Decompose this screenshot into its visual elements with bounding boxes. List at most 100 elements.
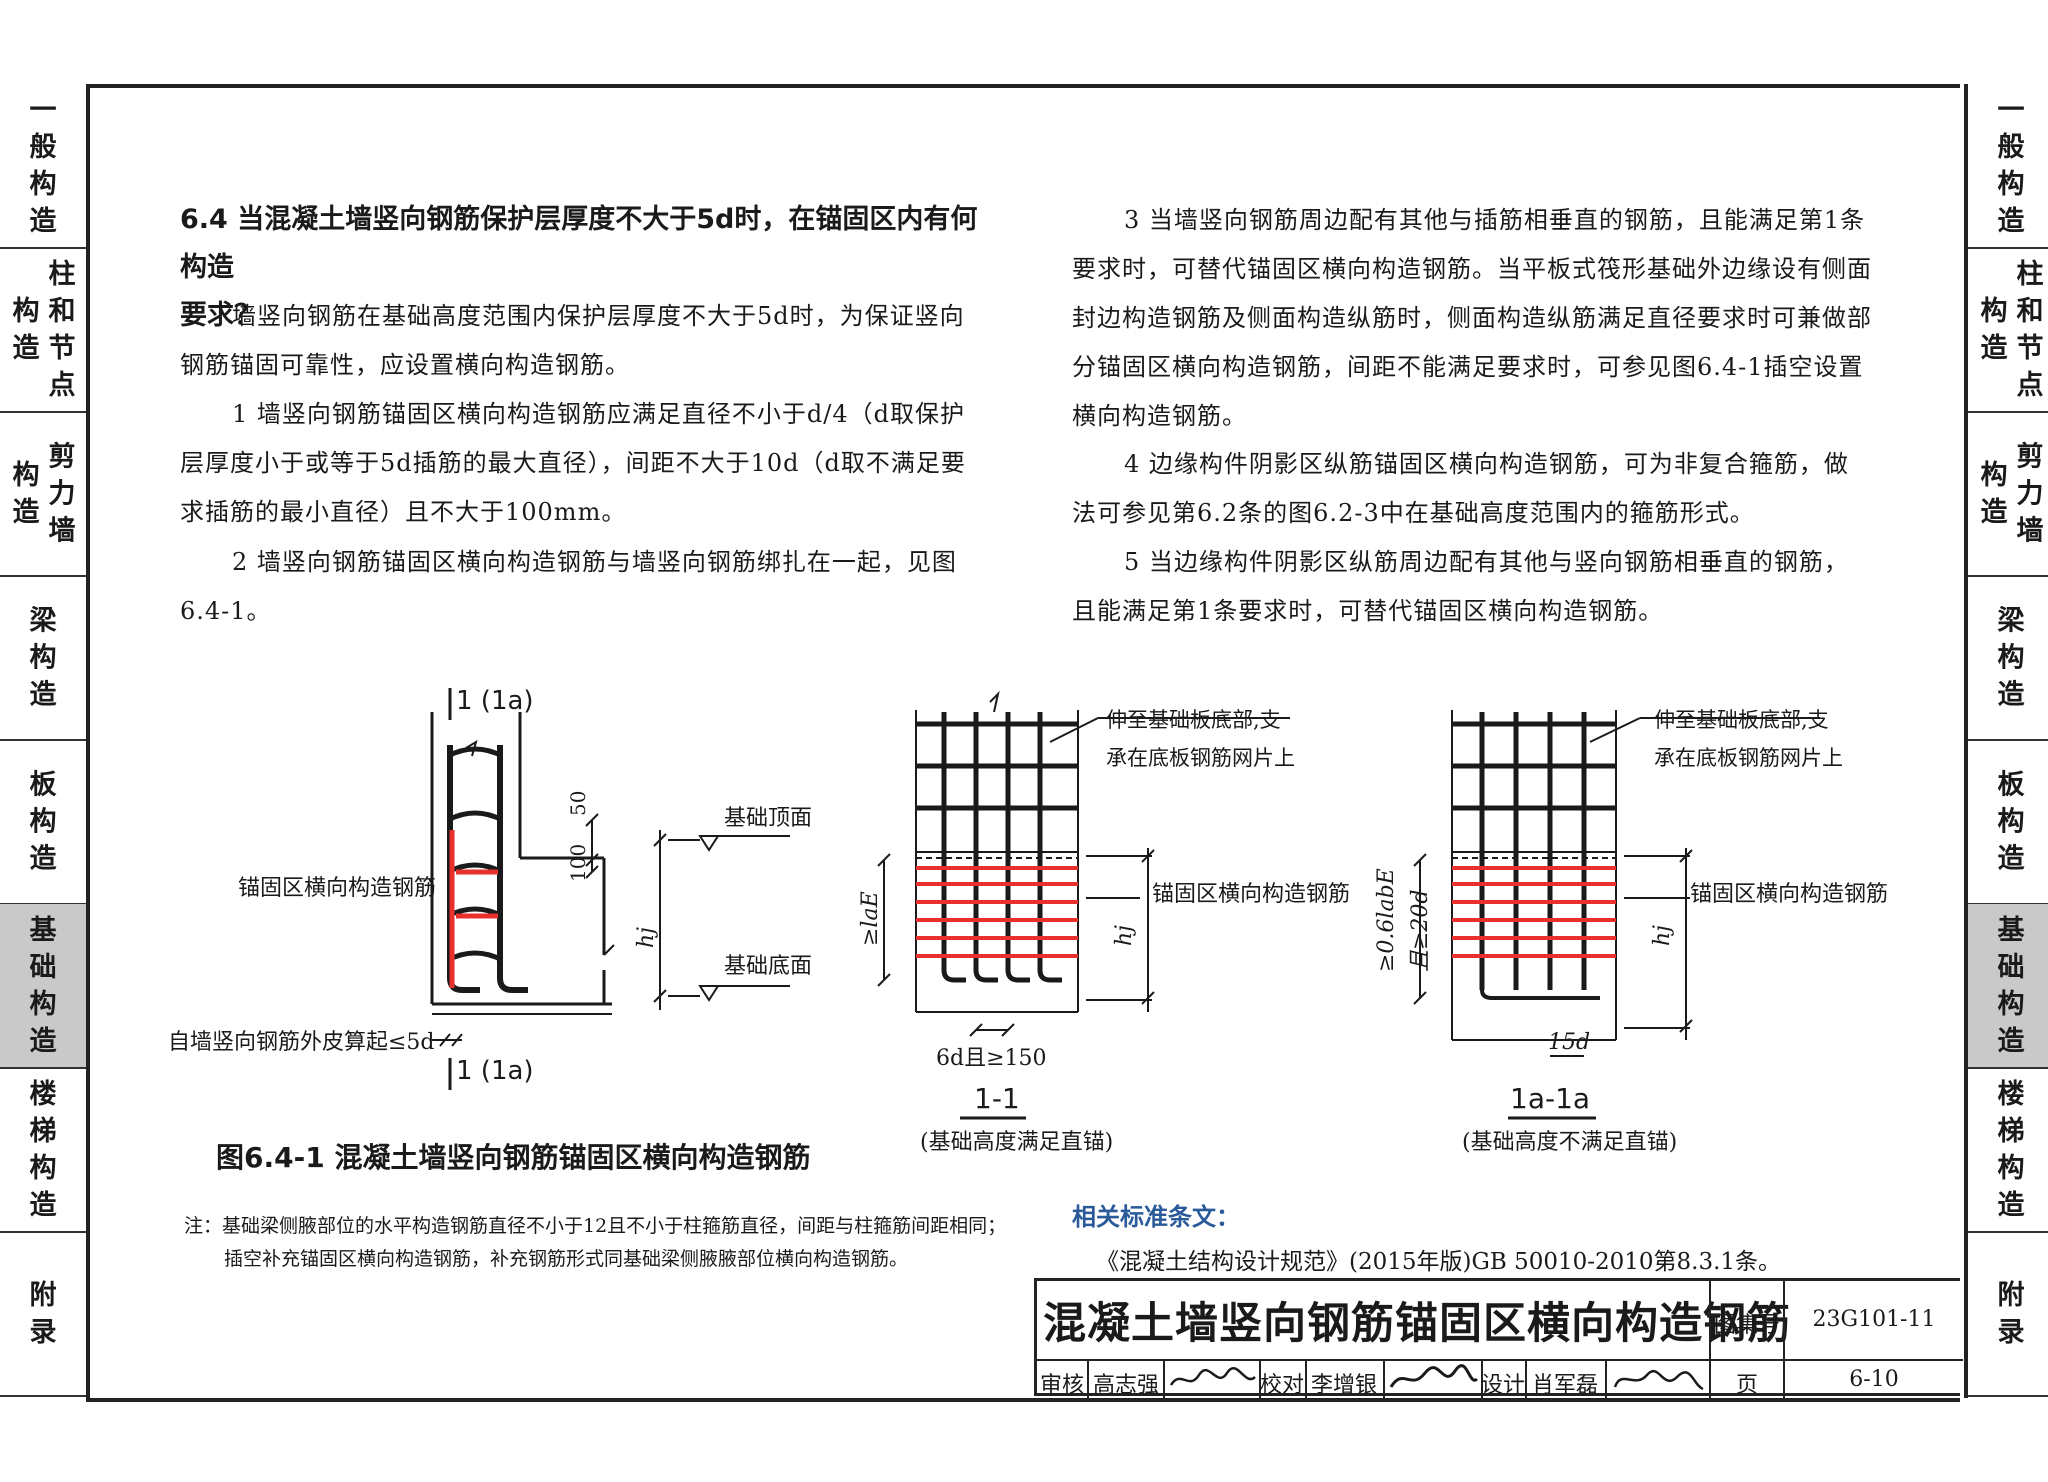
- right-tab-2[interactable]: 构造剪力墙: [1968, 412, 2048, 577]
- related-standard-title: 相关标准条文：: [1072, 1203, 1240, 1231]
- left-tab-3[interactable]: 梁构造: [0, 576, 86, 741]
- right-tab-3[interactable]: 梁构造: [1968, 576, 2048, 741]
- stirrup-loops: [446, 746, 504, 963]
- 15d-label: 15d: [1548, 1030, 1591, 1055]
- anchor-rebar-label-right: 锚固区横向构造钢筋: [1690, 882, 1889, 907]
- 20d-label: 且≥20d: [1408, 889, 1433, 972]
- anchor-rebar-label-mid: 锚固区横向构造钢筋: [1152, 882, 1351, 907]
- hj-label-left: hj: [634, 927, 659, 948]
- right-tab-1-text-1: 柱和节点: [2016, 258, 2044, 401]
- hj-label-mid: hj: [1112, 925, 1137, 946]
- labe-label: ≥0.6labE: [1374, 868, 1399, 972]
- left-para-1: 墙竖向钢筋在基础高度范围内保护层厚度不大于5d时，为保证竖向钢筋锚固可靠性，应设…: [180, 302, 965, 379]
- right-tab-5-text-0: 基础构造: [1997, 914, 2025, 1057]
- left-tab-2[interactable]: 构造剪力墙: [0, 412, 86, 577]
- right-tab-7[interactable]: 附录: [1968, 1232, 2048, 1397]
- atlas-number: 23G101-11: [1812, 1307, 1936, 1332]
- section-1a-1a-title: 1a-1a: [1510, 1082, 1591, 1115]
- related-standard-text: 《混凝土结构设计规范》(2015年版)GB 50010-2010第8.3.1条。: [1096, 1249, 1782, 1275]
- atlas-label: 图集号: [1713, 1313, 1780, 1338]
- left-tab-4-text-0: 板构造: [29, 769, 57, 874]
- cover-label: 自墙竖向钢筋外皮算起≤5d: [168, 1030, 435, 1055]
- section-1a-1a-dims: [1413, 717, 1820, 1057]
- section-mark-top-label: 1 (1a): [456, 686, 534, 716]
- title-block-title: 混凝土墙竖向钢筋锚固区横向构造钢筋: [1043, 1299, 1791, 1349]
- section-mark-bottom-label: 1 (1a): [456, 1056, 534, 1086]
- checker-name: 李增银: [1310, 1373, 1377, 1398]
- spacing-label: 6d且≥150: [936, 1046, 1047, 1071]
- right-tab-3-text-0: 梁构造: [1997, 605, 2025, 710]
- left-tab-7[interactable]: 附录: [0, 1232, 86, 1397]
- left-para-2: 1 墙竖向钢筋锚固区横向构造钢筋应满足直径不小于d/4（d取保护层厚度小于或等于…: [180, 400, 966, 526]
- title-block: 混凝土墙竖向钢筋锚固区横向构造钢筋 图集号 23G101-11 审核 高志强 校…: [1034, 1278, 1963, 1399]
- drawing-frame: [86, 84, 1960, 1402]
- note: 注：基础梁侧腋部位的水平构造钢筋直径不小于12且不小于柱箍筋直径，间距与柱箍筋间…: [184, 1210, 1006, 1276]
- left-tab-1-text-1: 柱和节点: [48, 258, 76, 401]
- right-tab-strip: 一般构造构造柱和节点构造剪力墙梁构造板构造基础构造楼梯构造附录: [1964, 84, 2048, 1398]
- left-tab-strip: 一般构造构造柱和节点构造剪力墙梁构造板构造基础构造楼梯构造附录: [0, 84, 90, 1398]
- left-tab-5[interactable]: 基础构造: [0, 904, 86, 1069]
- section-1-1-title: 1-1: [974, 1082, 1020, 1115]
- left-tab-5-text-0: 基础构造: [29, 914, 57, 1057]
- heading-line-1: 6.4 当混凝土墙竖向钢筋保护层厚度不大于5d时，在锚固区内有何构造: [180, 204, 978, 283]
- design-label: 设计: [1481, 1373, 1526, 1398]
- anchor-rebar-label-left: 锚固区横向构造钢筋: [238, 876, 437, 901]
- extend-label-2-line1: 伸至基础板底部,支: [1654, 708, 1829, 732]
- left-tab-6-text-0: 楼梯构造: [29, 1078, 57, 1221]
- page-number: 6-10: [1849, 1367, 1899, 1392]
- left-tab-0[interactable]: 一般构造: [0, 84, 86, 249]
- right-para-4: 4 边缘构件阴影区纵筋锚固区横向构造钢筋，可为非复合箍筋，做法可参见第6.2条的…: [1072, 450, 1849, 527]
- right-tab-2-text-0: 构造: [1980, 459, 2008, 528]
- checker-signature: [1389, 1364, 1479, 1388]
- left-tab-0-text-0: 一般构造: [29, 94, 57, 237]
- extend-label-1-line2: 承在底板钢筋网片上: [1106, 746, 1295, 770]
- left-tab-2-text-1: 剪力墙: [48, 441, 76, 546]
- note-line-1: 注：基础梁侧腋部位的水平构造钢筋直径不小于12且不小于柱箍筋直径，间距与柱箍筋间…: [184, 1215, 1007, 1237]
- left-tab-7-text-0: 附录: [29, 1279, 57, 1348]
- section-1a-1a-red: [1452, 866, 1616, 958]
- reviewer-name: 高志强: [1092, 1373, 1159, 1398]
- left-para-3: 2 墙竖向钢筋锚固区横向构造钢筋与墙竖向钢筋绑扎在一起，见图6.4-1。: [180, 548, 957, 625]
- foundation-top-label: 基础顶面: [724, 806, 813, 831]
- figure-title: 图6.4-1 混凝土墙竖向钢筋锚固区横向构造钢筋: [216, 1141, 811, 1174]
- right-tab-6[interactable]: 楼梯构造: [1968, 1068, 2048, 1233]
- reviewer-signature: [1169, 1367, 1256, 1386]
- right-tab-5[interactable]: 基础构造: [1968, 904, 2048, 1069]
- page-label: 页: [1735, 1373, 1758, 1398]
- extend-label-1-line1: 伸至基础板底部,支: [1106, 708, 1281, 732]
- left-tab-1[interactable]: 构造柱和节点: [0, 248, 86, 413]
- anchor-red-bars: [449, 830, 498, 988]
- right-tab-1-text-0: 构造: [1980, 295, 2008, 364]
- right-tab-4[interactable]: 板构造: [1968, 740, 2048, 905]
- right-tab-0[interactable]: 一般构造: [1968, 84, 2048, 249]
- left-tab-3-text-0: 梁构造: [29, 605, 57, 710]
- extend-label-2-line2: 承在底板钢筋网片上: [1654, 746, 1843, 770]
- check-label: 校对: [1259, 1373, 1304, 1398]
- section-heading: 6.4 当混凝土墙竖向钢筋保护层厚度不大于5d时，在锚固区内有何构造 要求？: [180, 196, 980, 340]
- section-1-1-grid: [915, 690, 1079, 1013]
- right-tab-2-text-1: 剪力墙: [2016, 441, 2044, 546]
- right-tab-7-text-0: 附录: [1997, 1279, 2025, 1348]
- right-tab-1[interactable]: 构造柱和节点: [1968, 248, 2048, 413]
- heading-line-2: 要求？: [180, 300, 261, 331]
- elevation-dims: [432, 813, 790, 1047]
- right-tab-4-text-0: 板构造: [1997, 769, 2025, 874]
- designer-signature: [1613, 1369, 1704, 1391]
- section-1-1-dims: [877, 717, 1290, 1037]
- right-para-3: 3 当墙竖向钢筋周边配有其他与插筋相垂直的钢筋，且能满足第1条要求时，可替代锚固…: [1072, 206, 1872, 430]
- section-1-1-subtitle: (基础高度满足直锚): [920, 1130, 1114, 1155]
- left-tab-6[interactable]: 楼梯构造: [0, 1068, 86, 1233]
- lae-label: ≥laE: [858, 891, 883, 946]
- note-line-2: 插空补充锚固区横向构造钢筋，补充钢筋形式同基础梁侧腋腋部位横向构造钢筋。: [224, 1248, 909, 1270]
- section-1a-1a-subtitle: (基础高度不满足直锚): [1462, 1130, 1678, 1155]
- section-1a-1a-grid: [1451, 710, 1617, 1041]
- designer-name: 肖军磊: [1531, 1373, 1598, 1398]
- dim-50-label: 50: [566, 790, 590, 816]
- foundation-bottom-label: 基础底面: [724, 954, 813, 979]
- right-tab-6-text-0: 楼梯构造: [1997, 1078, 2025, 1221]
- review-label: 审核: [1039, 1373, 1084, 1398]
- left-tab-4[interactable]: 板构造: [0, 740, 86, 905]
- left-tab-1-text-0: 构造: [12, 295, 40, 364]
- dim-100-label: 100: [566, 843, 590, 882]
- left-tab-2-text-0: 构造: [12, 459, 40, 528]
